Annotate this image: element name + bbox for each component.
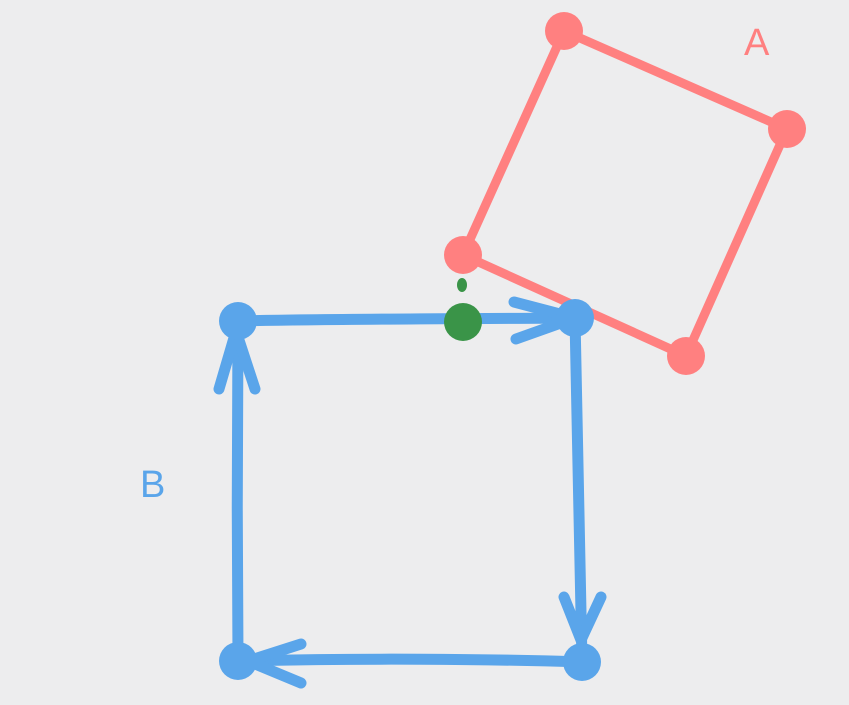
shape-b-bottom-edge xyxy=(232,653,588,668)
intersection-marker xyxy=(444,278,482,341)
shape-b-vertex-2 xyxy=(556,299,594,337)
shape-b-left-edge xyxy=(231,315,244,667)
shape-a xyxy=(444,12,806,375)
shape-b-right-edge xyxy=(569,312,588,668)
shape-a-vertex-1 xyxy=(545,12,583,50)
shape-a-outline xyxy=(458,26,792,361)
intersection-point xyxy=(444,303,482,341)
shape-b-vertex-1 xyxy=(219,302,257,340)
shape-a-vertex-4 xyxy=(444,236,482,274)
intersection-tick-mark xyxy=(457,278,467,292)
shape-b-top-edge xyxy=(232,312,581,327)
shape-a-label: A xyxy=(744,22,770,64)
shape-a-vertex-2 xyxy=(768,110,806,148)
shape-b-vertex-3 xyxy=(563,643,601,681)
shape-a-vertex-3 xyxy=(667,337,705,375)
shape-b-vertex-4 xyxy=(219,642,257,680)
shape-b xyxy=(213,296,607,689)
shape-b-right-arrowhead xyxy=(558,591,607,646)
shape-b-label: B xyxy=(140,464,166,506)
